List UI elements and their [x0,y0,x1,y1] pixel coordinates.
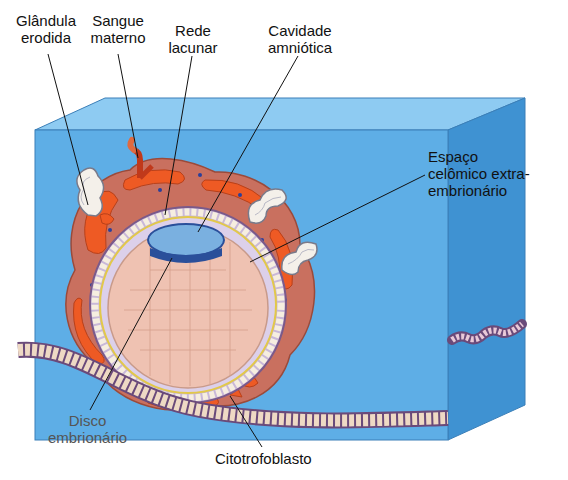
extraembryonic-coelom [100,217,276,393]
epithelium [18,350,448,421]
part-label: Rede lacunar [160,22,226,56]
part-label: Cavidade amniótica [255,22,345,56]
part-label: Sangue materno [84,12,152,46]
block-front [35,130,448,440]
leader-line [48,54,425,447]
part-label: Espaço celômico extra-embrionário [428,148,532,199]
epithelium [452,324,522,340]
part-label: Glândula erodida [10,12,82,46]
maternal-vessel [130,140,134,150]
part-label: Citotrofoblasto [215,450,345,467]
cytotrophoblast-cells [95,212,281,398]
epithelium [18,350,448,421]
block-top [35,98,525,130]
epithelium [452,324,522,340]
maternal-vessel [140,166,152,178]
embryonic-disc [150,248,222,263]
part-label: Disco embrionário [40,412,135,446]
